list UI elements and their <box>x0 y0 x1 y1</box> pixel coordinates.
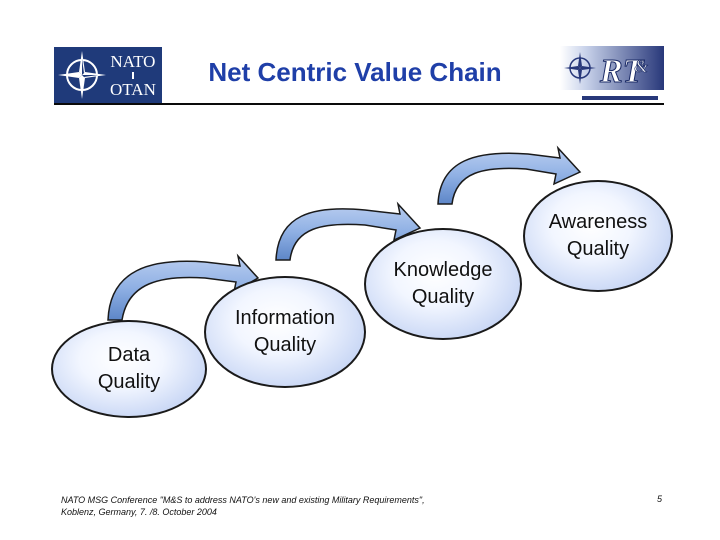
rto-logo-letters: RT <box>599 53 645 90</box>
node-label-line2: Quality <box>566 238 630 260</box>
arrow-data-to-information <box>107 253 260 321</box>
rto-logo-strip <box>582 96 658 100</box>
nato-wordmark-bottom: OTAN <box>110 79 156 99</box>
rto-logo: RT & <box>560 46 664 100</box>
nato-wordmark-top: NATO <box>110 51 156 71</box>
node-awareness-quality: Awareness Quality <box>523 180 673 292</box>
arrow-information-to-knowledge <box>275 201 422 261</box>
footer-line-1: NATO MSG Conference "M&S to address NATO… <box>61 495 425 505</box>
node-label-line1: Awareness <box>548 211 648 233</box>
node-information-quality: Information Quality <box>204 276 366 388</box>
rto-logo-ampersand: & <box>634 56 648 76</box>
arrow-knowledge-to-awareness <box>437 145 582 205</box>
page-number: 5 <box>656 494 662 504</box>
node-label-line1: Knowledge <box>393 259 493 281</box>
nato-wordmark-separator <box>131 71 134 79</box>
node-label-line2: Quality <box>411 286 475 308</box>
title-divider <box>54 103 664 105</box>
node-data-quality: Data Quality <box>51 320 207 418</box>
compass-rose-icon <box>58 51 106 99</box>
node-label-line2: Quality <box>97 371 161 393</box>
page-title: Net Centric Value Chain <box>208 57 502 87</box>
nato-logo: NATO OTAN <box>54 47 162 103</box>
node-label-line1: Data <box>107 344 151 366</box>
node-knowledge-quality: Knowledge Quality <box>364 228 522 340</box>
footer-line-2: Koblenz, Germany, 7. /8. October 2004 <box>61 507 217 517</box>
rto-compass-icon <box>564 52 596 84</box>
nato-wordmark: NATO OTAN <box>110 53 156 98</box>
node-label-line2: Quality <box>253 334 317 356</box>
node-label-line1: Information <box>234 307 336 329</box>
footer-citation: NATO MSG Conference "M&S to address NATO… <box>61 494 531 518</box>
